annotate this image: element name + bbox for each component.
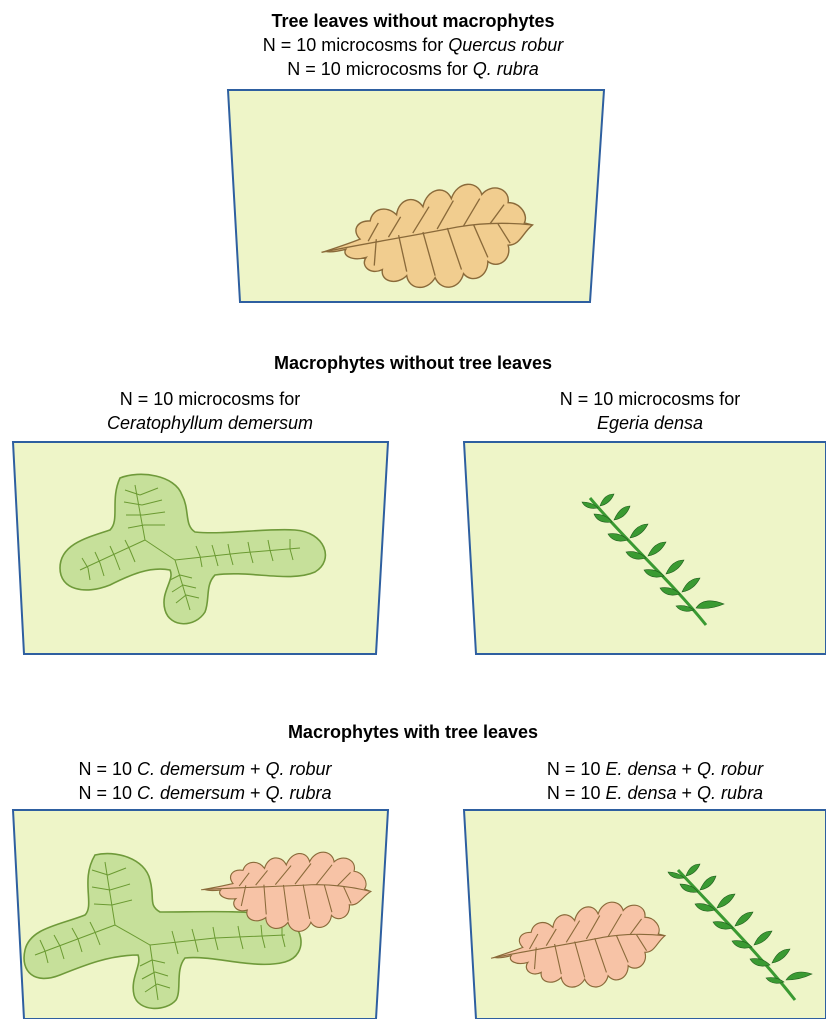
middle-right-tank (464, 442, 826, 654)
